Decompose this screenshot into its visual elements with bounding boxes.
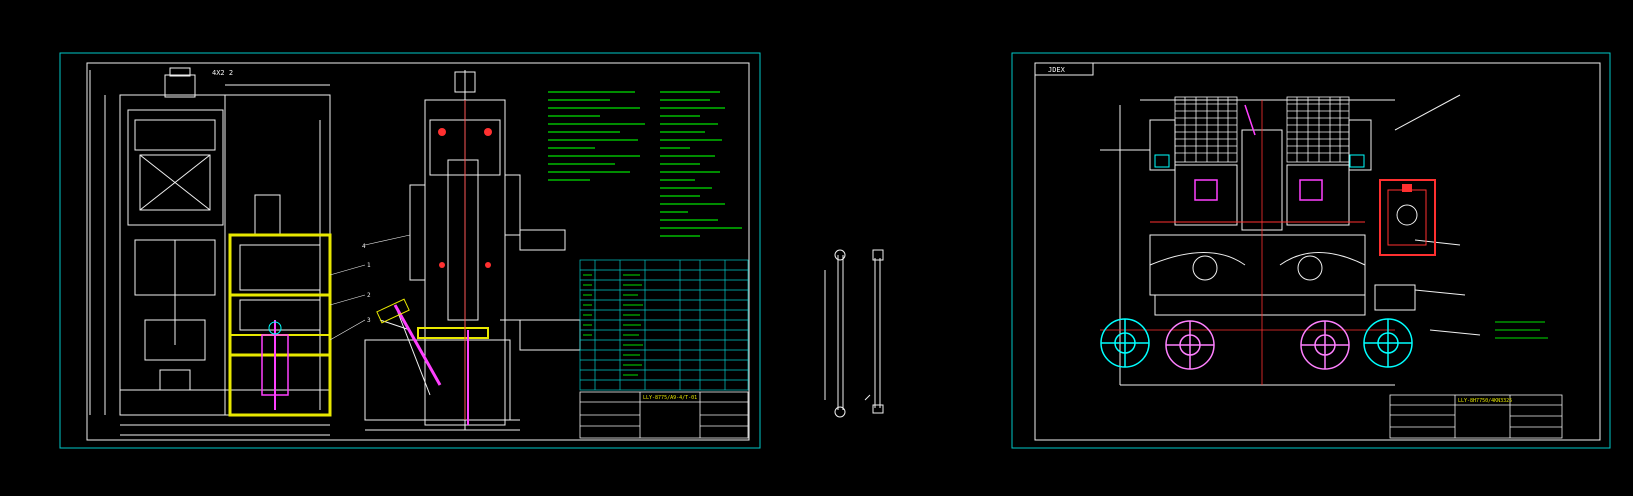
right-sheet-inner-frame xyxy=(1034,62,1601,441)
vehicle-color-details xyxy=(1100,100,1395,385)
right-notes-text xyxy=(1495,321,1548,339)
callout-number-1: 1 xyxy=(367,262,371,269)
parts-list-table xyxy=(579,259,749,391)
left-drawing-sheet xyxy=(59,52,761,449)
left-view-title: 4X2 2 xyxy=(212,69,233,77)
grille-panel-right xyxy=(1286,96,1350,163)
vehicle-body xyxy=(1100,94,1481,386)
callout-leaders xyxy=(329,234,411,341)
right-title-drawing-number: LLY-8H7750/4KN3325 xyxy=(1458,398,1512,404)
machine-side-view xyxy=(364,70,581,431)
right-drawing-sheet xyxy=(1011,52,1611,449)
wheel-far-right xyxy=(1363,318,1413,368)
wheel-far-left xyxy=(1100,318,1150,368)
technical-notes-text xyxy=(548,91,742,237)
machine-front-view xyxy=(89,67,331,436)
grille-panel-left xyxy=(1174,96,1238,163)
parts-list-entries xyxy=(583,274,643,376)
side-view-color-details xyxy=(376,100,492,425)
right-corner-tag: JDEX xyxy=(1048,66,1066,74)
center-rod-parts xyxy=(824,249,884,418)
corner-tag-box xyxy=(1034,62,1094,76)
wheel-inner-left xyxy=(1165,320,1215,370)
left-sheet-inner-frame xyxy=(86,62,750,441)
red-detail-component xyxy=(1379,179,1436,256)
yellow-housing-section xyxy=(228,233,332,417)
right-title-block xyxy=(1389,394,1563,439)
left-title-drawing-number: LLY-8775/A9-4/T-01 xyxy=(643,395,697,401)
callout-number-4: 4 xyxy=(362,243,366,250)
left-sheet-outer-frame xyxy=(59,52,761,449)
right-sheet-outer-frame xyxy=(1011,52,1611,449)
callout-number-2: 2 xyxy=(367,292,371,299)
callout-number-3: 3 xyxy=(367,317,371,324)
left-title-block xyxy=(579,391,749,439)
wheel-inner-right xyxy=(1300,320,1350,370)
